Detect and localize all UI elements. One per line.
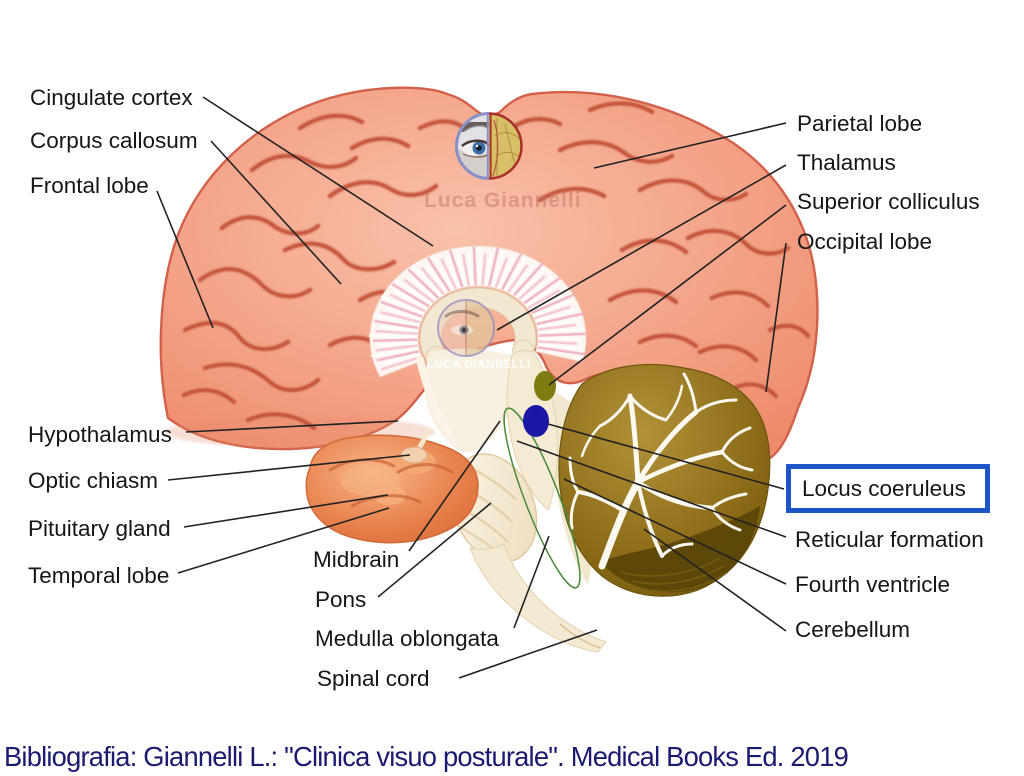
- label-optic-chiasm: Optic chiasm: [28, 468, 159, 493]
- label-medulla-oblongata: Medulla oblongata: [315, 626, 499, 651]
- line-corpus-callosum: [210, 140, 342, 285]
- label-occipital-lobe: Occipital lobe: [797, 229, 933, 254]
- leader-lines: [156, 96, 787, 679]
- line-thalamus: [496, 164, 787, 331]
- label-temporal-lobe: Temporal lobe: [28, 563, 170, 588]
- line-frontal-lobe: [156, 190, 214, 329]
- label-locus-coeruleus: Locus coeruleus: [802, 475, 966, 501]
- label-frontal-lobe: Frontal lobe: [30, 173, 149, 198]
- label-pons: Pons: [315, 587, 367, 612]
- line-optic-chiasm: [167, 454, 411, 481]
- line-cingulate-cortex: [202, 96, 434, 247]
- sulci-pattern: [180, 99, 812, 432]
- label-parietal-lobe: Parietal lobe: [797, 111, 923, 136]
- label-pituitary-gland: Pituitary gland: [28, 516, 171, 541]
- reticular-formation-outline: [503, 407, 581, 589]
- locus-coeruleus-highlight-box: Locus coeruleus: [786, 464, 990, 513]
- line-pituitary-gland: [183, 494, 389, 528]
- line-superior-colliculus: [548, 204, 787, 386]
- label-reticular-formation: Reticular formation: [795, 527, 984, 552]
- bibliography-text: Bibliografia: Giannelli L.: "Clinica vis…: [4, 741, 849, 772]
- line-occipital-lobe: [765, 242, 787, 393]
- line-parietal-lobe: [593, 122, 787, 169]
- corona-radiata: [369, 245, 587, 378]
- locus-coeruleus-marker: [523, 405, 549, 437]
- line-cerebellum: [643, 528, 787, 632]
- label-thalamus: Thalamus: [797, 150, 896, 175]
- line-hypothalamus: [185, 420, 399, 433]
- thalamus-eye-inset: [437, 299, 495, 357]
- watermark-middle: LUCA GIANNELLI: [427, 359, 531, 371]
- label-midbrain: Midbrain: [313, 547, 400, 572]
- label-corpus-callosum: Corpus callosum: [30, 128, 198, 153]
- label-cingulate-cortex: Cingulate cortex: [30, 85, 193, 110]
- eye-inset: [455, 112, 523, 180]
- line-pons: [377, 502, 492, 598]
- superior-colliculus-marker: [534, 371, 556, 401]
- line-medulla-oblongata: [513, 535, 550, 629]
- line-midbrain: [408, 420, 501, 552]
- label-superior-colliculus: Superior colliculus: [797, 189, 980, 214]
- line-fourth-ventricle: [563, 478, 787, 585]
- label-cerebellum: Cerebellum: [795, 617, 911, 642]
- label-spinal-cord: Spinal cord: [317, 666, 430, 691]
- watermark-top: Luca Giannelli: [424, 189, 582, 212]
- label-hypothalamus: Hypothalamus: [28, 422, 172, 447]
- line-temporal-lobe: [177, 507, 390, 574]
- line-reticular-formation: [516, 440, 787, 538]
- line-locus-coeruleus: [547, 423, 785, 490]
- line-spinal-cord: [458, 629, 598, 679]
- optic-chiasm-shape: [400, 427, 431, 464]
- label-fourth-ventricle: Fourth ventricle: [795, 572, 951, 597]
